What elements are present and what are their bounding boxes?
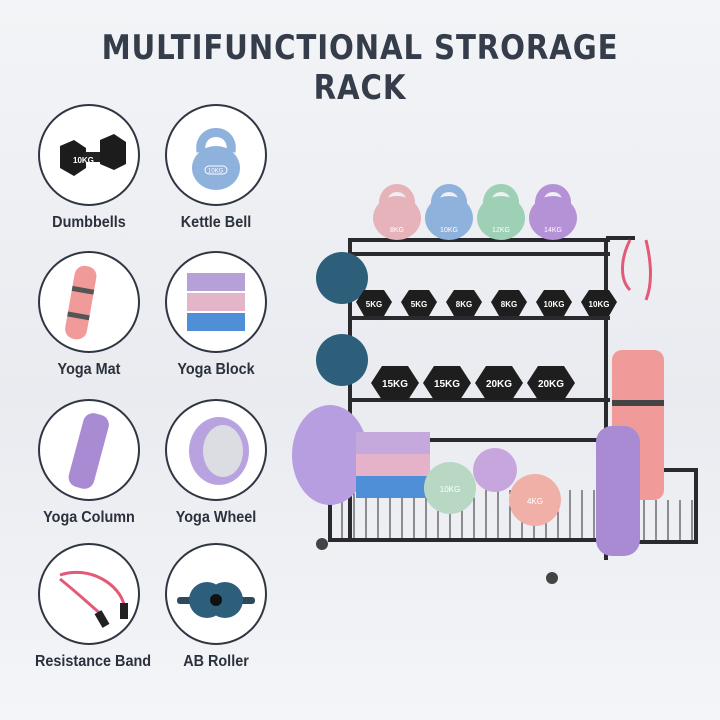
dumbbell: 5KG — [356, 290, 392, 316]
dumbbell: 8KG — [491, 290, 527, 316]
weight-label: 10KG — [589, 300, 610, 309]
weight-label: 5KG — [366, 300, 382, 309]
kettlebell: 12KG — [477, 184, 525, 240]
dumbbell: 10KG — [536, 290, 572, 316]
item-yoga-mat: Yoga Mat — [29, 251, 149, 379]
item-label: Resistance Band — [35, 653, 152, 670]
item-label: Yoga Block — [177, 361, 255, 378]
dumbbell: 8KG — [446, 290, 482, 316]
ab-roller-icon — [177, 582, 255, 618]
dumbbell-icon: 10KG — [60, 134, 126, 176]
item-ab-roller: AB Roller — [156, 543, 276, 671]
resistance-band-icon — [59, 570, 128, 628]
yoga-block-icon — [187, 273, 245, 331]
weight-label: 8KG — [456, 300, 472, 309]
weight-label: 8KG — [501, 300, 517, 309]
storage-rack-image: 10KG 4KG 8KG 10KG 12KG 14KG 5KG 5KG 8KG 8KG 10KG 1… — [292, 184, 698, 584]
kettlebell: 14KG — [529, 184, 577, 240]
item-label: Dumbbells — [52, 214, 126, 231]
yoga-column-icon — [68, 413, 109, 489]
item-yoga-wheel: Yoga Wheel — [156, 399, 276, 527]
yoga-wheel-icon — [189, 417, 249, 485]
item-label: AB Roller — [183, 653, 249, 670]
item-kettle-bell: 10KG Kettle Bell — [156, 104, 276, 232]
item-dumbbells: 10KG Dumbbells — [29, 104, 149, 232]
dumbbell: 15KG — [423, 366, 471, 400]
yoga-column-image — [596, 426, 640, 556]
item-resistance-band: Resistance Band — [29, 543, 152, 671]
weight-label: 8KG — [390, 227, 404, 234]
yoga-wheel-image — [292, 405, 368, 505]
page-title: MULTIFUNCTIONAL STRORAGE RACK — [101, 28, 619, 108]
item-yoga-column: Yoga Column — [29, 399, 149, 527]
dumbbell: 10KG — [581, 290, 617, 316]
weight-label: 10KG — [544, 300, 565, 309]
ab-roller-image — [316, 252, 368, 304]
kettlebell-icon: 10KG — [192, 128, 240, 190]
dumbbell: 5KG — [401, 290, 437, 316]
weight-ball — [424, 462, 476, 514]
weight-label: 10KG — [440, 227, 458, 234]
weight-label: 4KG — [527, 497, 543, 506]
dumbbell: 20KG — [527, 366, 575, 400]
yoga-mat-icon — [65, 265, 97, 340]
item-yoga-block: Yoga Block — [156, 251, 276, 379]
kettlebell: 8KG — [373, 184, 421, 240]
weight-label: 15KG — [434, 379, 460, 390]
item-label: Yoga Mat — [57, 361, 121, 378]
kettlebell: 10KG — [425, 184, 473, 240]
svg-text:10KG: 10KG — [208, 169, 224, 175]
item-label: Kettle Bell — [180, 214, 252, 231]
weight-label: 12KG — [492, 227, 510, 234]
weight-label: 5KG — [411, 300, 427, 309]
svg-text:10KG: 10KG — [73, 156, 94, 165]
dumbbell: 15KG — [371, 366, 419, 400]
weight-label: 14KG — [544, 227, 562, 234]
item-label: Yoga Column — [43, 509, 135, 526]
weight-label: 20KG — [538, 379, 564, 390]
item-label: Yoga Wheel — [175, 509, 257, 526]
weight-label: 15KG — [382, 379, 408, 390]
dumbbell: 20KG — [475, 366, 523, 400]
weight-label: 10KG — [440, 485, 460, 494]
weight-ball — [509, 474, 561, 526]
weight-label: 20KG — [486, 379, 512, 390]
